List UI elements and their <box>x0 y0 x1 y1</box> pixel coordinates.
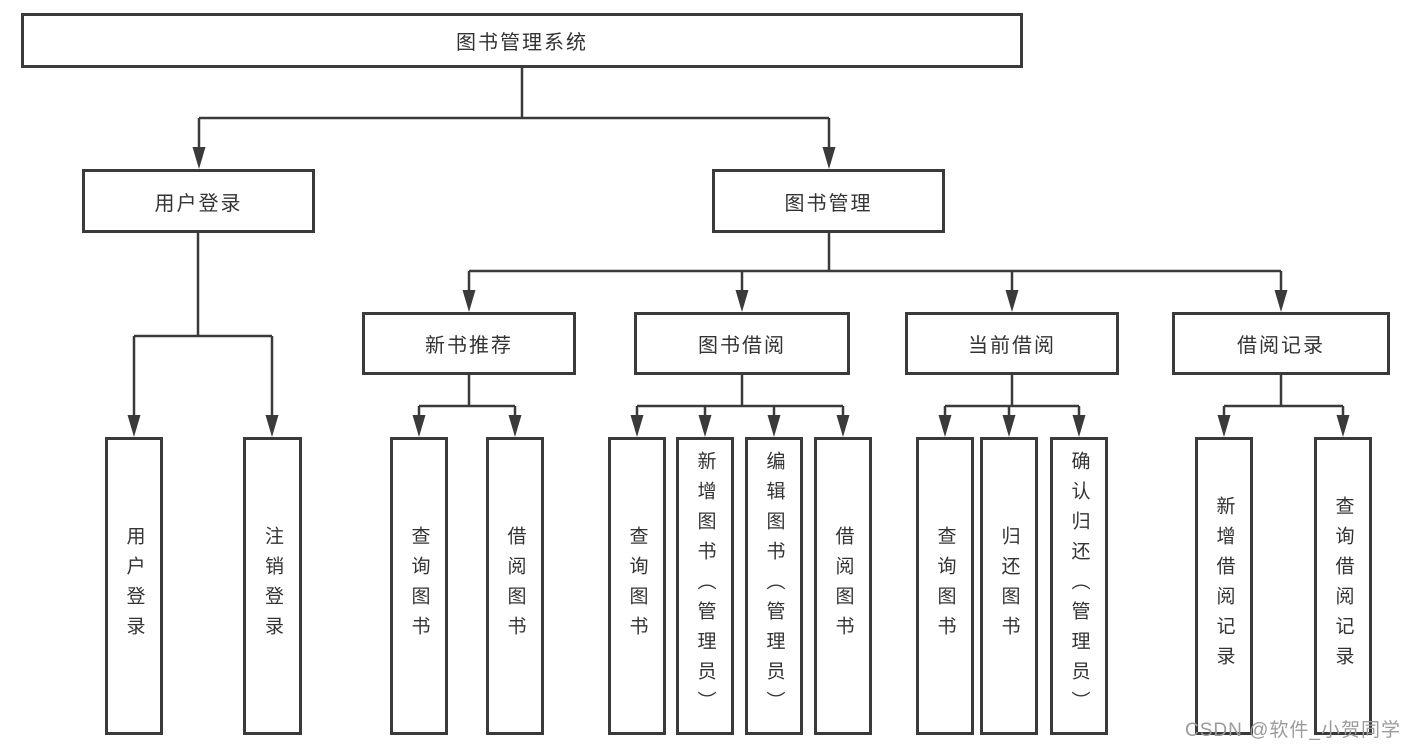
leaf-borrow-books-label: 借阅图书 <box>832 526 854 646</box>
arrow-down-icon <box>1274 290 1288 312</box>
leaf-logout: 注销登录 <box>243 437 302 735</box>
arrow-down-icon <box>127 415 141 437</box>
leaf-recommend-query-books-label: 查询图书 <box>408 526 430 646</box>
node-current-borrow: 当前借阅 <box>905 312 1119 375</box>
leaf-edit-books-admin: 编辑图书（管理员） <box>745 437 803 735</box>
node-book-management: 图书管理 <box>712 169 945 233</box>
leaf-add-books-admin: 新增图书（管理员） <box>676 437 734 735</box>
arrow-down-icon <box>836 415 850 437</box>
arrow-down-icon <box>1217 415 1231 437</box>
arrow-down-icon <box>735 290 749 312</box>
leaf-return-books: 归还图书 <box>980 437 1038 735</box>
arrow-down-icon <box>1002 415 1016 437</box>
arrow-down-icon <box>938 415 952 437</box>
arrow-down-icon <box>462 290 476 312</box>
arrow-down-icon <box>508 415 522 437</box>
leaf-borrow-query-books: 查询图书 <box>608 437 666 735</box>
leaf-confirm-return-admin-label: 确认归还（管理员） <box>1068 451 1090 721</box>
node-root: 图书管理系统 <box>21 13 1023 68</box>
leaf-recommend-borrow-books: 借阅图书 <box>486 437 544 735</box>
arrow-down-icon <box>630 415 644 437</box>
leaf-add-borrow-record: 新增借阅记录 <box>1195 437 1253 735</box>
node-current-borrow-label: 当前借阅 <box>968 335 1056 357</box>
node-new-book-recommend-label: 新书推荐 <box>425 335 513 357</box>
leaf-borrow-query-books-label: 查询图书 <box>626 526 648 646</box>
node-book-borrow: 图书借阅 <box>634 312 850 375</box>
arrow-down-icon <box>1005 290 1019 312</box>
arrow-down-icon <box>1072 415 1086 437</box>
leaf-query-borrow-record-label: 查询借阅记录 <box>1332 496 1354 676</box>
leaf-current-query-books: 查询图书 <box>916 437 974 735</box>
csdn-watermark: CSDN @软件_小贺同学 <box>1185 720 1401 741</box>
leaf-recommend-query-books: 查询图书 <box>390 437 448 735</box>
arrow-down-icon <box>412 415 426 437</box>
node-new-book-recommend: 新书推荐 <box>362 312 576 375</box>
node-user-login-label: 用户登录 <box>154 192 243 215</box>
node-book-borrow-label: 图书借阅 <box>698 335 786 357</box>
arrow-down-icon <box>767 415 781 437</box>
leaf-add-books-admin-label: 新增图书（管理员） <box>694 451 716 721</box>
arrow-down-icon <box>265 415 279 437</box>
node-borrow-records-label: 借阅记录 <box>1237 335 1325 357</box>
arrow-down-icon <box>192 147 206 169</box>
leaf-edit-books-admin-label: 编辑图书（管理员） <box>763 451 785 721</box>
leaf-return-books-label: 归还图书 <box>998 526 1020 646</box>
leaf-user-login: 用户登录 <box>105 437 163 735</box>
arrow-down-icon <box>822 147 836 169</box>
leaf-user-login-label: 用户登录 <box>123 526 145 646</box>
node-book-management-label: 图书管理 <box>784 192 873 215</box>
arrow-down-icon <box>1336 415 1350 437</box>
leaf-confirm-return-admin: 确认归还（管理员） <box>1050 437 1108 735</box>
leaf-borrow-books: 借阅图书 <box>814 437 872 735</box>
leaf-logout-label: 注销登录 <box>262 526 283 646</box>
leaf-add-borrow-record-label: 新增借阅记录 <box>1213 496 1235 676</box>
node-borrow-records: 借阅记录 <box>1172 312 1390 375</box>
leaf-current-query-books-label: 查询图书 <box>934 526 956 646</box>
arrow-down-icon <box>698 415 712 437</box>
node-user-login: 用户登录 <box>82 169 315 233</box>
node-root-label: 图书管理系统 <box>456 32 588 54</box>
leaf-query-borrow-record: 查询借阅记录 <box>1314 437 1372 735</box>
leaf-recommend-borrow-books-label: 借阅图书 <box>504 526 526 646</box>
